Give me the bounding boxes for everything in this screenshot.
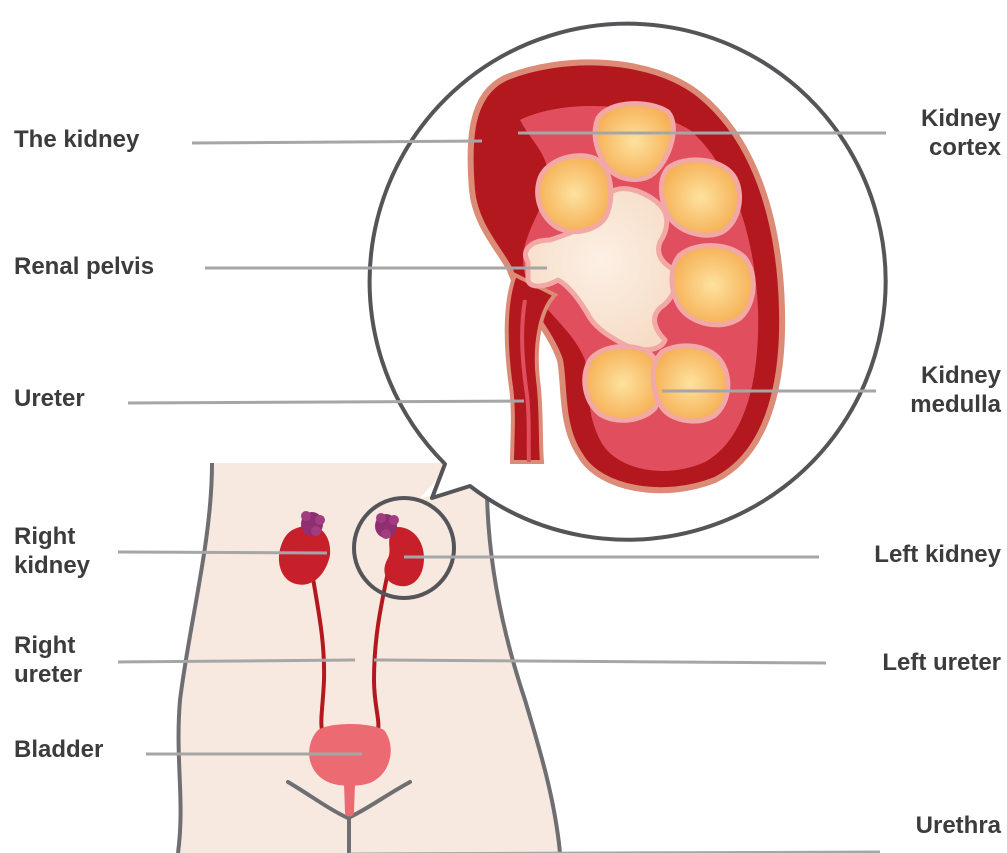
label-kidney-medulla-line2: medulla <box>910 390 1001 419</box>
label-bladder-text: Bladder <box>14 735 103 764</box>
pyramid-5 <box>585 346 661 420</box>
label-kidney-medulla: Kidney medulla <box>910 361 1001 419</box>
label-left-ureter: Left ureter <box>882 648 1001 677</box>
label-right-kidney-line2: kidney <box>14 551 90 580</box>
label-right-kidney-line1: Right <box>14 522 90 551</box>
label-left-kidney: Left kidney <box>874 540 1001 569</box>
pyramid-3 <box>661 160 739 235</box>
label-right-ureter-line1: Right <box>14 631 82 660</box>
label-right-ureter: Right ureter <box>14 631 82 689</box>
label-urethra-text: Urethra <box>916 811 1001 840</box>
pyramid-6 <box>653 346 728 421</box>
leader-the-kidney <box>192 141 482 143</box>
pyramid-2 <box>538 156 611 232</box>
label-the-kidney: The kidney <box>14 125 139 154</box>
label-urethra: Urethra <box>916 811 1001 840</box>
label-renal-pelvis-text: Renal pelvis <box>14 252 154 281</box>
label-kidney-cortex-line1: Kidney <box>921 104 1001 133</box>
label-left-ureter-text: Left ureter <box>882 648 1001 677</box>
label-ureter-text: Ureter <box>14 384 85 413</box>
leader-ureter <box>128 401 524 403</box>
label-renal-pelvis: Renal pelvis <box>14 252 154 281</box>
leader-right-kidney <box>118 552 327 553</box>
label-right-kidney: Right kidney <box>14 522 90 580</box>
torso <box>178 463 560 853</box>
label-left-kidney-text: Left kidney <box>874 540 1001 569</box>
pyramid-4 <box>672 246 753 325</box>
label-bladder: Bladder <box>14 735 103 764</box>
label-ureter: Ureter <box>14 384 85 413</box>
label-kidney-medulla-line1: Kidney <box>910 361 1001 390</box>
label-kidney-cortex: Kidney cortex <box>921 104 1001 162</box>
label-right-ureter-line2: ureter <box>14 660 82 689</box>
label-the-kidney-text: The kidney <box>14 125 139 154</box>
leader-right-ureter <box>118 660 355 662</box>
label-kidney-cortex-line2: cortex <box>921 133 1001 162</box>
